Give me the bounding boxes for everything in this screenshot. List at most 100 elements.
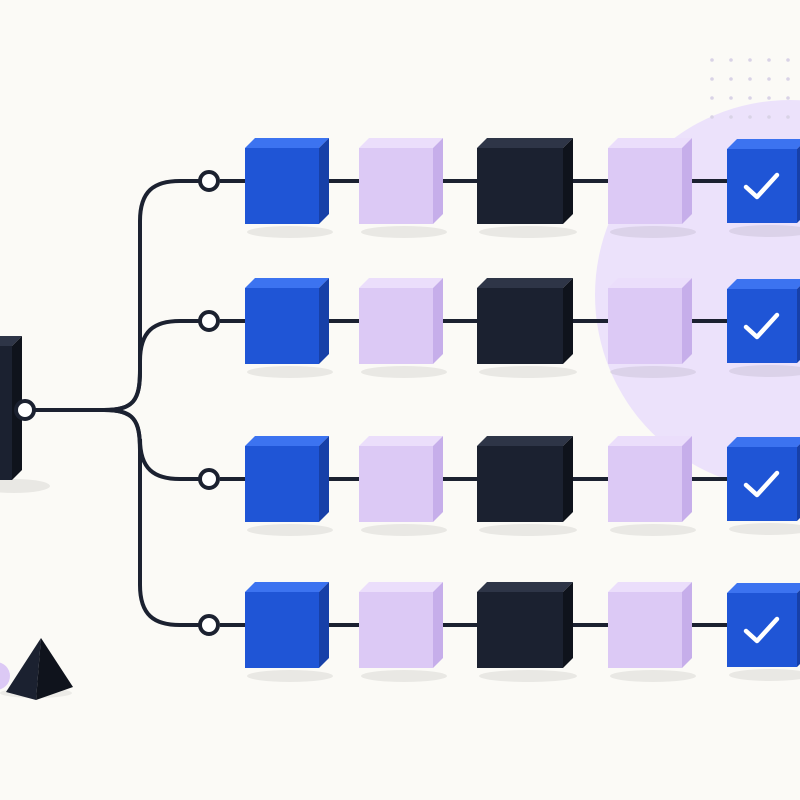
checkmark-icon	[743, 616, 780, 644]
dark-block	[477, 138, 573, 224]
connector-node-icon	[14, 399, 36, 421]
dark-block-front	[477, 592, 563, 668]
checkmark-icon	[743, 312, 780, 340]
branch-line	[102, 179, 200, 412]
connector-node-icon	[198, 170, 220, 192]
lavender-block-shadow	[610, 670, 696, 682]
dark-block-front	[477, 446, 563, 522]
lavender-block-front	[359, 288, 433, 364]
grid-dot	[710, 58, 714, 62]
blue-block-shadow	[247, 366, 333, 378]
lavender-block-side	[433, 278, 443, 364]
lavender-block-front	[608, 592, 682, 668]
lavender-block-shadow	[610, 366, 696, 378]
lavender-block	[608, 278, 692, 364]
lavender-block-front	[608, 288, 682, 364]
blue-block-top	[245, 138, 329, 148]
dark-block-shadow	[479, 366, 577, 378]
sphere-icon	[0, 662, 10, 690]
lavender-block	[359, 278, 443, 364]
checkmark-icon	[743, 470, 780, 498]
completed-block-side	[797, 286, 800, 363]
dark-block	[477, 436, 573, 522]
lavender-block-front	[359, 592, 433, 668]
branch-line	[102, 408, 200, 627]
dark-block-side	[563, 278, 573, 364]
completed-block-shadow	[729, 365, 800, 377]
foreground-decorations	[0, 638, 73, 700]
completed-block-side	[797, 444, 800, 521]
grid-dot	[748, 77, 752, 81]
grid-dot	[786, 96, 790, 100]
lavender-block-shadow	[610, 226, 696, 238]
checkmark-icon	[743, 172, 780, 200]
blue-block	[245, 436, 329, 522]
connector-node-icon	[198, 614, 220, 636]
lavender-block-side	[433, 582, 443, 668]
dark-block-top	[477, 278, 573, 288]
grid-dot	[767, 58, 771, 62]
source-block-shadow	[0, 479, 50, 493]
grid-dot	[729, 96, 733, 100]
completed-block-front	[727, 593, 797, 667]
lavender-block-top	[359, 436, 443, 446]
blue-block-side	[319, 436, 329, 522]
lavender-block-shadow	[610, 524, 696, 536]
lavender-block-front	[359, 446, 433, 522]
grid-dot	[748, 115, 752, 119]
grid-dot	[710, 96, 714, 100]
lavender-block-top	[359, 278, 443, 288]
blue-block-top	[245, 436, 329, 446]
completed-block	[727, 139, 800, 223]
dark-block-shadow	[479, 524, 577, 536]
grid-dot	[729, 58, 733, 62]
lavender-block	[359, 138, 443, 224]
lavender-block	[359, 436, 443, 522]
dark-block	[477, 278, 573, 364]
grid-dot	[786, 77, 790, 81]
source-block-front	[0, 346, 12, 480]
lavender-block-side	[682, 582, 692, 668]
completed-block-side	[797, 590, 800, 667]
completed-block	[727, 583, 800, 667]
grid-dot	[786, 115, 790, 119]
lavender-block-side	[433, 436, 443, 522]
blue-block-side	[319, 582, 329, 668]
blue-block-shadow	[247, 524, 333, 536]
blue-block-front	[245, 592, 319, 668]
branch-1	[245, 138, 800, 224]
dark-block-side	[563, 436, 573, 522]
completed-block-top	[727, 279, 800, 289]
source-block-top	[0, 336, 22, 346]
completed-block-shadow	[729, 225, 800, 237]
dark-block-front	[477, 148, 563, 224]
blue-block-front	[245, 446, 319, 522]
lavender-block-side	[682, 436, 692, 522]
branch-line	[102, 319, 200, 412]
grid-dot	[729, 77, 733, 81]
dark-block-top	[477, 582, 573, 592]
completed-block	[727, 437, 800, 521]
branch-3	[245, 436, 800, 522]
dark-block-top	[477, 138, 573, 148]
grid-dot	[748, 96, 752, 100]
grid-dot	[748, 58, 752, 62]
completed-block-top	[727, 139, 800, 149]
completed-block-side	[797, 146, 800, 223]
lavender-block-shadow	[361, 524, 447, 536]
dark-block-side	[563, 582, 573, 668]
pipeline-blocks	[0, 138, 800, 668]
connector-node-icon	[198, 310, 220, 332]
dark-block-side	[563, 138, 573, 224]
completed-block-shadow	[729, 669, 800, 681]
dot-grid	[710, 58, 790, 119]
completed-block-front	[727, 289, 797, 363]
lavender-block-shadow	[361, 670, 447, 682]
grid-dot	[710, 115, 714, 119]
lavender-block	[608, 138, 692, 224]
lavender-block-front	[359, 148, 433, 224]
blue-block-front	[245, 148, 319, 224]
completed-block	[727, 279, 800, 363]
